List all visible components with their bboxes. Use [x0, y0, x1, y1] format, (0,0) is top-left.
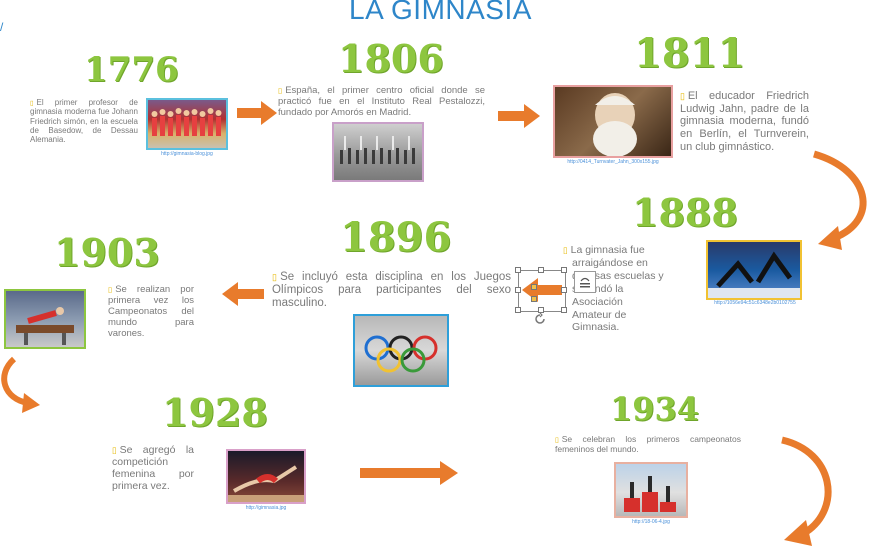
arrow-left-icon [222, 282, 264, 306]
gymnast-illustration [228, 465, 304, 502]
corner-mark: / [0, 20, 4, 34]
podium-illustration [624, 476, 676, 512]
resize-handle[interactable] [561, 307, 567, 313]
resize-handle[interactable] [515, 287, 521, 293]
link-1934[interactable]: http://18-06-4.jpg [632, 519, 670, 525]
photo-1928-gymnast [226, 449, 306, 504]
event-1776-text: ▯El primer profesor de gimnasia moderna … [30, 98, 138, 144]
resize-handle[interactable] [538, 307, 544, 313]
event-1903-text: ▯Se realizan por primera vez los Campeon… [108, 284, 194, 339]
year-1811: 1811 [634, 30, 746, 77]
resize-handle[interactable] [561, 287, 567, 293]
portrait-illustration [593, 93, 637, 156]
event-1934-text: ▯Se celebran los primeros campeonatos fe… [555, 434, 741, 454]
year-1806: 1806 [338, 36, 444, 81]
photo-1888-gymnasts [706, 240, 802, 300]
link-1888[interactable]: http://1056e94c51c6348e2b0102755 [714, 300, 796, 306]
bullet-icon: ▯ [30, 100, 34, 107]
curved-arrow-icon [1, 356, 40, 413]
page-title: LA GIMNASIA [349, 0, 532, 25]
resize-handle[interactable] [515, 267, 521, 273]
adjust-handle[interactable] [531, 296, 537, 302]
year-1888: 1888 [632, 190, 738, 235]
event-1888-line: Asociación [572, 295, 623, 308]
year-1896: 1896 [340, 214, 452, 261]
photo-1811-jahn-portrait [553, 85, 673, 158]
bullet-icon: ▯ [112, 445, 117, 455]
gymnasts-illustration [708, 251, 800, 298]
bullet-icon: ▯ [278, 86, 283, 95]
event-1888-line: Amateur de [572, 308, 627, 321]
parade-illustration [340, 136, 415, 164]
arrow-right-icon [237, 101, 277, 125]
resize-handle[interactable] [561, 267, 567, 273]
year-1903: 1903 [54, 230, 160, 275]
event-1896-text: ▯Se incluyó esta disciplina en los Juego… [272, 271, 511, 310]
pommel-horse-illustration [16, 307, 74, 345]
resize-handle[interactable] [515, 307, 521, 313]
year-1934: 1934 [610, 390, 700, 428]
link-1776[interactable]: http://gimnasia-blog.jpg [161, 151, 213, 157]
photo-1903-pommel-horse [4, 289, 86, 349]
photo-1776-gymnasts [146, 98, 228, 150]
bullet-icon: ▯ [555, 437, 559, 444]
event-1806-text: ▯España, el primer centro oficial donde … [278, 85, 485, 118]
arrow-right-icon [498, 104, 540, 128]
layout-options-icon[interactable] [574, 271, 596, 293]
adjust-handle[interactable] [531, 284, 537, 290]
photo-1896-olympic-rings [353, 314, 449, 387]
photo-1806-parade [332, 122, 424, 182]
link-1811[interactable]: http://0414_Turnvater_Jahn_300x155.jpg [567, 159, 659, 165]
gymnasts-team-illustration [151, 108, 222, 136]
selection-box[interactable] [518, 270, 566, 312]
event-1888-line: Gimnasia. [572, 321, 620, 334]
bullet-icon: ▯ [563, 245, 568, 255]
event-1888-line: ▯La gimnasia fue [563, 244, 645, 256]
olympic-rings-icon [364, 335, 438, 373]
event-1928-text: ▯Se agregó la competición femenina por p… [112, 444, 194, 493]
year-1928: 1928 [162, 390, 268, 435]
rotate-handle-icon[interactable] [533, 312, 547, 326]
event-1888-text: ▯La gimnasia fue arraigándose en diversa… [563, 244, 675, 334]
event-1811-text: ▯El educador Friedrich Ludwig Jahn, padr… [680, 90, 809, 153]
curved-arrow-icon [813, 150, 867, 250]
event-1888-line: arraigándose en [572, 256, 648, 269]
bullet-icon: ▯ [680, 91, 685, 101]
curved-arrow-icon [781, 436, 832, 546]
photo-1934-podium [614, 462, 688, 518]
bullet-icon: ▯ [272, 272, 278, 282]
arrow-right-icon [360, 461, 458, 485]
bullet-icon: ▯ [108, 285, 113, 294]
link-1928[interactable]: http://gimnasia.jpg [245, 505, 287, 511]
year-1776: 1776 [84, 50, 179, 90]
resize-handle[interactable] [538, 267, 544, 273]
